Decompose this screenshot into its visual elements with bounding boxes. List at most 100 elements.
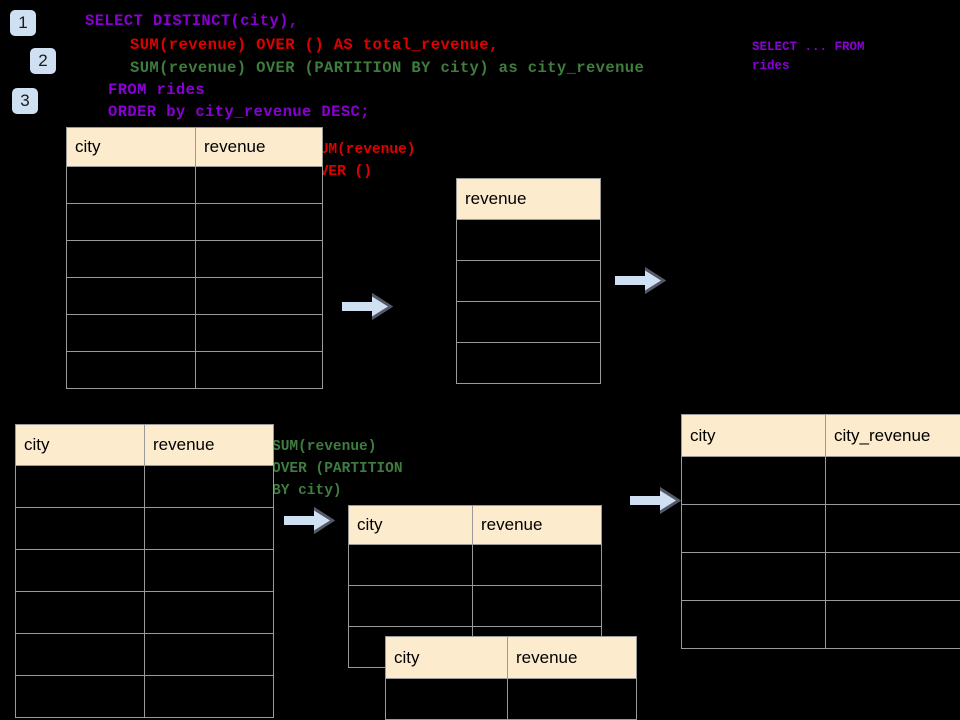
table-header-row: revenue bbox=[456, 178, 601, 220]
table-cell bbox=[681, 600, 826, 649]
step-badge-3: 3 bbox=[12, 88, 38, 114]
table-cell bbox=[15, 507, 145, 550]
table-cell bbox=[144, 507, 274, 550]
column-header-city: city bbox=[66, 127, 196, 167]
table-cell bbox=[195, 351, 323, 389]
table-cell bbox=[144, 633, 274, 676]
table-cell bbox=[15, 591, 145, 634]
table-cell bbox=[507, 678, 637, 720]
annotation-select-from-rides: SELECT ... FROM rides bbox=[752, 40, 865, 73]
table-cell bbox=[825, 600, 960, 649]
table-row bbox=[681, 504, 960, 553]
table-row bbox=[66, 314, 323, 352]
table-cell bbox=[15, 549, 145, 592]
column-header-city: city bbox=[681, 414, 826, 457]
table-cell bbox=[681, 552, 826, 601]
table-cell bbox=[66, 240, 196, 278]
column-header-revenue: revenue bbox=[456, 178, 601, 220]
arrow-bottom-mid-icon bbox=[281, 503, 337, 537]
table-row bbox=[66, 203, 323, 241]
table-cell bbox=[66, 351, 196, 389]
table-cell bbox=[348, 544, 473, 586]
table-cell bbox=[144, 465, 274, 508]
table-row bbox=[681, 552, 960, 601]
table-cell bbox=[144, 549, 274, 592]
table-cell bbox=[456, 260, 601, 302]
table-cell bbox=[195, 203, 323, 241]
sql-line-5: ORDER by city_revenue DESC; bbox=[108, 103, 370, 121]
table-row bbox=[15, 507, 274, 550]
table-cell bbox=[195, 240, 323, 278]
table-cell bbox=[144, 675, 274, 718]
table-row bbox=[681, 456, 960, 505]
table-cell bbox=[681, 504, 826, 553]
table-row bbox=[66, 351, 323, 389]
arrow-bottom-right-icon bbox=[627, 483, 683, 517]
step-badge-2: 2 bbox=[30, 48, 56, 74]
total-revenue-table: revenue bbox=[456, 178, 601, 384]
table-cell bbox=[348, 585, 473, 627]
annotation-sum-over-partition: SUM(revenue) OVER (PARTITION BY city) bbox=[272, 439, 403, 499]
table-row bbox=[456, 219, 601, 261]
table-row bbox=[681, 600, 960, 649]
column-header-city_revenue: city_revenue bbox=[825, 414, 960, 457]
column-header-city: city bbox=[385, 636, 508, 679]
table-cell bbox=[15, 675, 145, 718]
table-cell bbox=[144, 591, 274, 634]
table-row bbox=[15, 633, 274, 676]
table-cell bbox=[456, 342, 601, 384]
table-cell bbox=[825, 456, 960, 505]
column-header-revenue: revenue bbox=[144, 424, 274, 466]
table-row bbox=[15, 465, 274, 508]
sql-line-4: FROM rides bbox=[108, 81, 206, 99]
table-cell bbox=[15, 465, 145, 508]
table-cell bbox=[681, 456, 826, 505]
table-row bbox=[66, 277, 323, 315]
annotation-sum-over-empty: SUM(revenue) OVER () bbox=[311, 142, 416, 180]
table-cell bbox=[825, 552, 960, 601]
arrow-top-right-icon bbox=[612, 263, 668, 297]
sql-line-1: SELECT DISTINCT(city), bbox=[85, 12, 299, 30]
table-row bbox=[348, 585, 602, 627]
table-cell bbox=[15, 633, 145, 676]
table-cell bbox=[385, 678, 508, 720]
table-cell bbox=[456, 219, 601, 261]
sql-line-3: SUM(revenue) OVER (PARTITION BY city) as… bbox=[130, 59, 645, 77]
arrow-top-left-icon bbox=[339, 289, 395, 323]
table-cell bbox=[66, 314, 196, 352]
table-cell bbox=[66, 203, 196, 241]
column-header-revenue: revenue bbox=[507, 636, 637, 679]
table-row bbox=[15, 591, 274, 634]
table-cell bbox=[472, 544, 602, 586]
table-row bbox=[456, 260, 601, 302]
table-cell bbox=[195, 277, 323, 315]
table-cell bbox=[472, 585, 602, 627]
table-cell bbox=[66, 166, 196, 204]
table-cell bbox=[66, 277, 196, 315]
table-cell bbox=[195, 166, 323, 204]
table-row bbox=[66, 240, 323, 278]
table-row bbox=[66, 166, 323, 204]
table-row bbox=[15, 549, 274, 592]
table-row bbox=[15, 675, 274, 718]
table-row bbox=[456, 342, 601, 384]
table-cell bbox=[456, 301, 601, 343]
table-row bbox=[348, 544, 602, 586]
step-badge-1: 1 bbox=[10, 10, 36, 36]
sql-line-2: SUM(revenue) OVER () AS total_revenue, bbox=[130, 36, 499, 54]
table-cell bbox=[825, 504, 960, 553]
column-header-city: city bbox=[348, 505, 473, 545]
table-row bbox=[385, 678, 637, 720]
column-header-city: city bbox=[15, 424, 145, 466]
table-cell bbox=[195, 314, 323, 352]
